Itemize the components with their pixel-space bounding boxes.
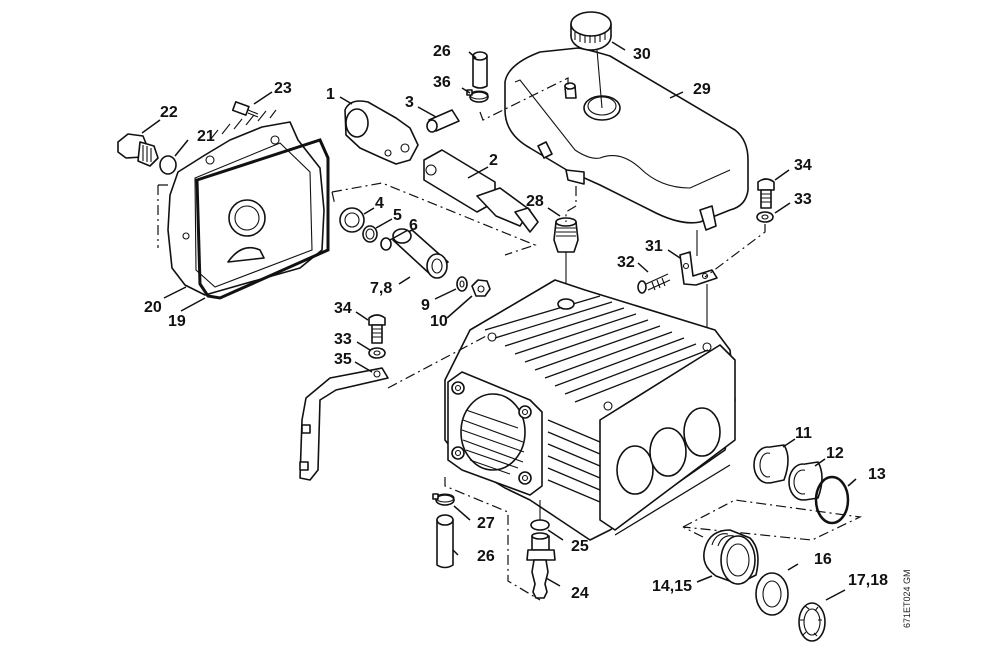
label-34-left: 34 xyxy=(334,300,352,317)
label-33-left: 33 xyxy=(334,331,352,348)
lock-washer-right-part xyxy=(756,211,774,223)
alignment-line xyxy=(682,499,863,541)
sealing-ring-part xyxy=(159,155,177,175)
alignment-line xyxy=(157,184,172,248)
label-20: 20 xyxy=(144,299,162,316)
alignment-line xyxy=(387,334,489,389)
label-6: 6 xyxy=(409,217,418,234)
hex-bolt-right-part xyxy=(757,178,775,209)
hose-clamp-top-part xyxy=(466,89,489,103)
ring-seal-part xyxy=(755,572,789,616)
tapping-screw-part xyxy=(637,273,671,294)
valve-housing-part xyxy=(703,529,759,585)
tank-cap-part xyxy=(570,11,612,51)
label-24: 24 xyxy=(571,585,589,602)
label-16: 16 xyxy=(814,551,832,568)
label-10: 10 xyxy=(430,313,448,330)
hose-top-part xyxy=(472,51,488,89)
alignment-line xyxy=(479,77,569,121)
label-19: 19 xyxy=(168,313,186,330)
nut-part xyxy=(471,279,491,297)
alignment-line xyxy=(565,186,577,222)
cover-screw-part xyxy=(231,101,259,118)
label-25: 25 xyxy=(571,538,589,555)
label-32: 32 xyxy=(617,254,635,271)
support-ring-part xyxy=(798,602,826,642)
sleeve-seal-part xyxy=(753,444,789,484)
o-ring-large-part xyxy=(814,475,850,525)
alignment-line xyxy=(331,182,537,256)
label-17-18: 17,18 xyxy=(848,572,888,589)
hose-clamp-bottom-part xyxy=(432,493,455,506)
label-2: 2 xyxy=(489,152,498,169)
label-9: 9 xyxy=(421,297,430,314)
label-34-right: 34 xyxy=(794,157,812,174)
label-3: 3 xyxy=(405,94,414,111)
hose-bottom-part xyxy=(436,514,454,569)
alignment-line xyxy=(704,224,766,278)
label-28: 28 xyxy=(526,193,544,210)
label-14-15: 14,15 xyxy=(652,578,692,595)
label-33-right: 33 xyxy=(794,191,812,208)
hex-bolt-left-part xyxy=(368,314,386,344)
seal-part xyxy=(362,225,378,243)
label-4: 4 xyxy=(375,195,384,212)
label-30: 30 xyxy=(633,46,651,63)
o-ring-part xyxy=(380,237,392,251)
label-1: 1 xyxy=(326,86,335,103)
label-11: 11 xyxy=(795,425,812,442)
label-36: 36 xyxy=(433,74,451,91)
alignment-line xyxy=(444,477,541,601)
alignment-line xyxy=(596,49,603,109)
label-31: 31 xyxy=(645,238,663,255)
leader-lines xyxy=(141,41,857,601)
label-26-bottom: 26 xyxy=(477,548,495,565)
gasket-part xyxy=(195,138,330,300)
hose-nipple-part xyxy=(526,532,556,599)
washer-part xyxy=(456,276,468,292)
label-35: 35 xyxy=(334,351,352,368)
label-21: 21 xyxy=(197,128,215,145)
label-23: 23 xyxy=(274,80,292,97)
connecting-rod-clamp-part xyxy=(344,100,419,165)
crankcase-cover-part xyxy=(167,109,325,296)
label-5: 5 xyxy=(393,207,402,224)
label-22: 22 xyxy=(160,104,178,121)
label-12: 12 xyxy=(826,445,844,462)
pump-housing-part xyxy=(444,279,736,541)
screw-plug-part xyxy=(117,133,159,167)
pin-part xyxy=(426,109,460,133)
part-labels: 1 2 3 4 5 6 7,8 9 10 11 12 13 14,15 16 1… xyxy=(144,43,888,602)
o-ring-nipple-part xyxy=(530,519,550,531)
seal-ring-part xyxy=(339,207,365,233)
bracket-part xyxy=(679,251,718,286)
label-13: 13 xyxy=(868,466,886,483)
label-27: 27 xyxy=(477,515,495,532)
plunger-sleeve-part xyxy=(392,228,449,279)
plunger-shaft-part xyxy=(423,149,539,233)
label-26-top: 26 xyxy=(433,43,451,60)
drawing-code: 671ET024 GM xyxy=(902,569,912,628)
lock-washer-left-part xyxy=(368,347,386,359)
label-29: 29 xyxy=(693,81,711,98)
label-7-8: 7,8 xyxy=(370,280,392,297)
fitting-part xyxy=(553,217,579,253)
support-strap-part xyxy=(299,367,389,481)
oil-tank-part xyxy=(504,47,749,231)
